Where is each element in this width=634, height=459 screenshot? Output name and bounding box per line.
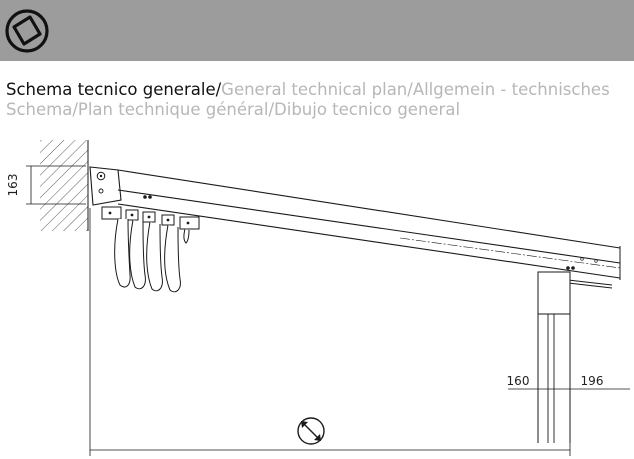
dim-label-wall-mount: 163 (6, 174, 20, 197)
support-post (537, 271, 571, 443)
dimension-wall-mount: 163 (6, 165, 86, 205)
dimension-post: 160 196 (507, 374, 630, 396)
title-main: Schema tecnico generale/ (6, 80, 222, 99)
title-translations: General technical plan/Allgemein - techn… (6, 80, 610, 119)
dimension-projection (89, 208, 571, 456)
remote-controls (101, 206, 200, 293)
dim-label-post-width: 160 (507, 374, 530, 388)
diagonal-arrow-circle-icon (297, 417, 325, 445)
dim-label-post-offset: 196 (581, 374, 604, 388)
wall-hatch (40, 140, 89, 231)
page-title: Schema tecnico generale/General technica… (6, 80, 632, 120)
wall-bracket (89, 166, 122, 206)
diamond-in-circle-icon (5, 9, 49, 53)
awning-arm-beam (117, 169, 621, 280)
front-bar (567, 279, 613, 289)
header-bar (0, 0, 634, 61)
